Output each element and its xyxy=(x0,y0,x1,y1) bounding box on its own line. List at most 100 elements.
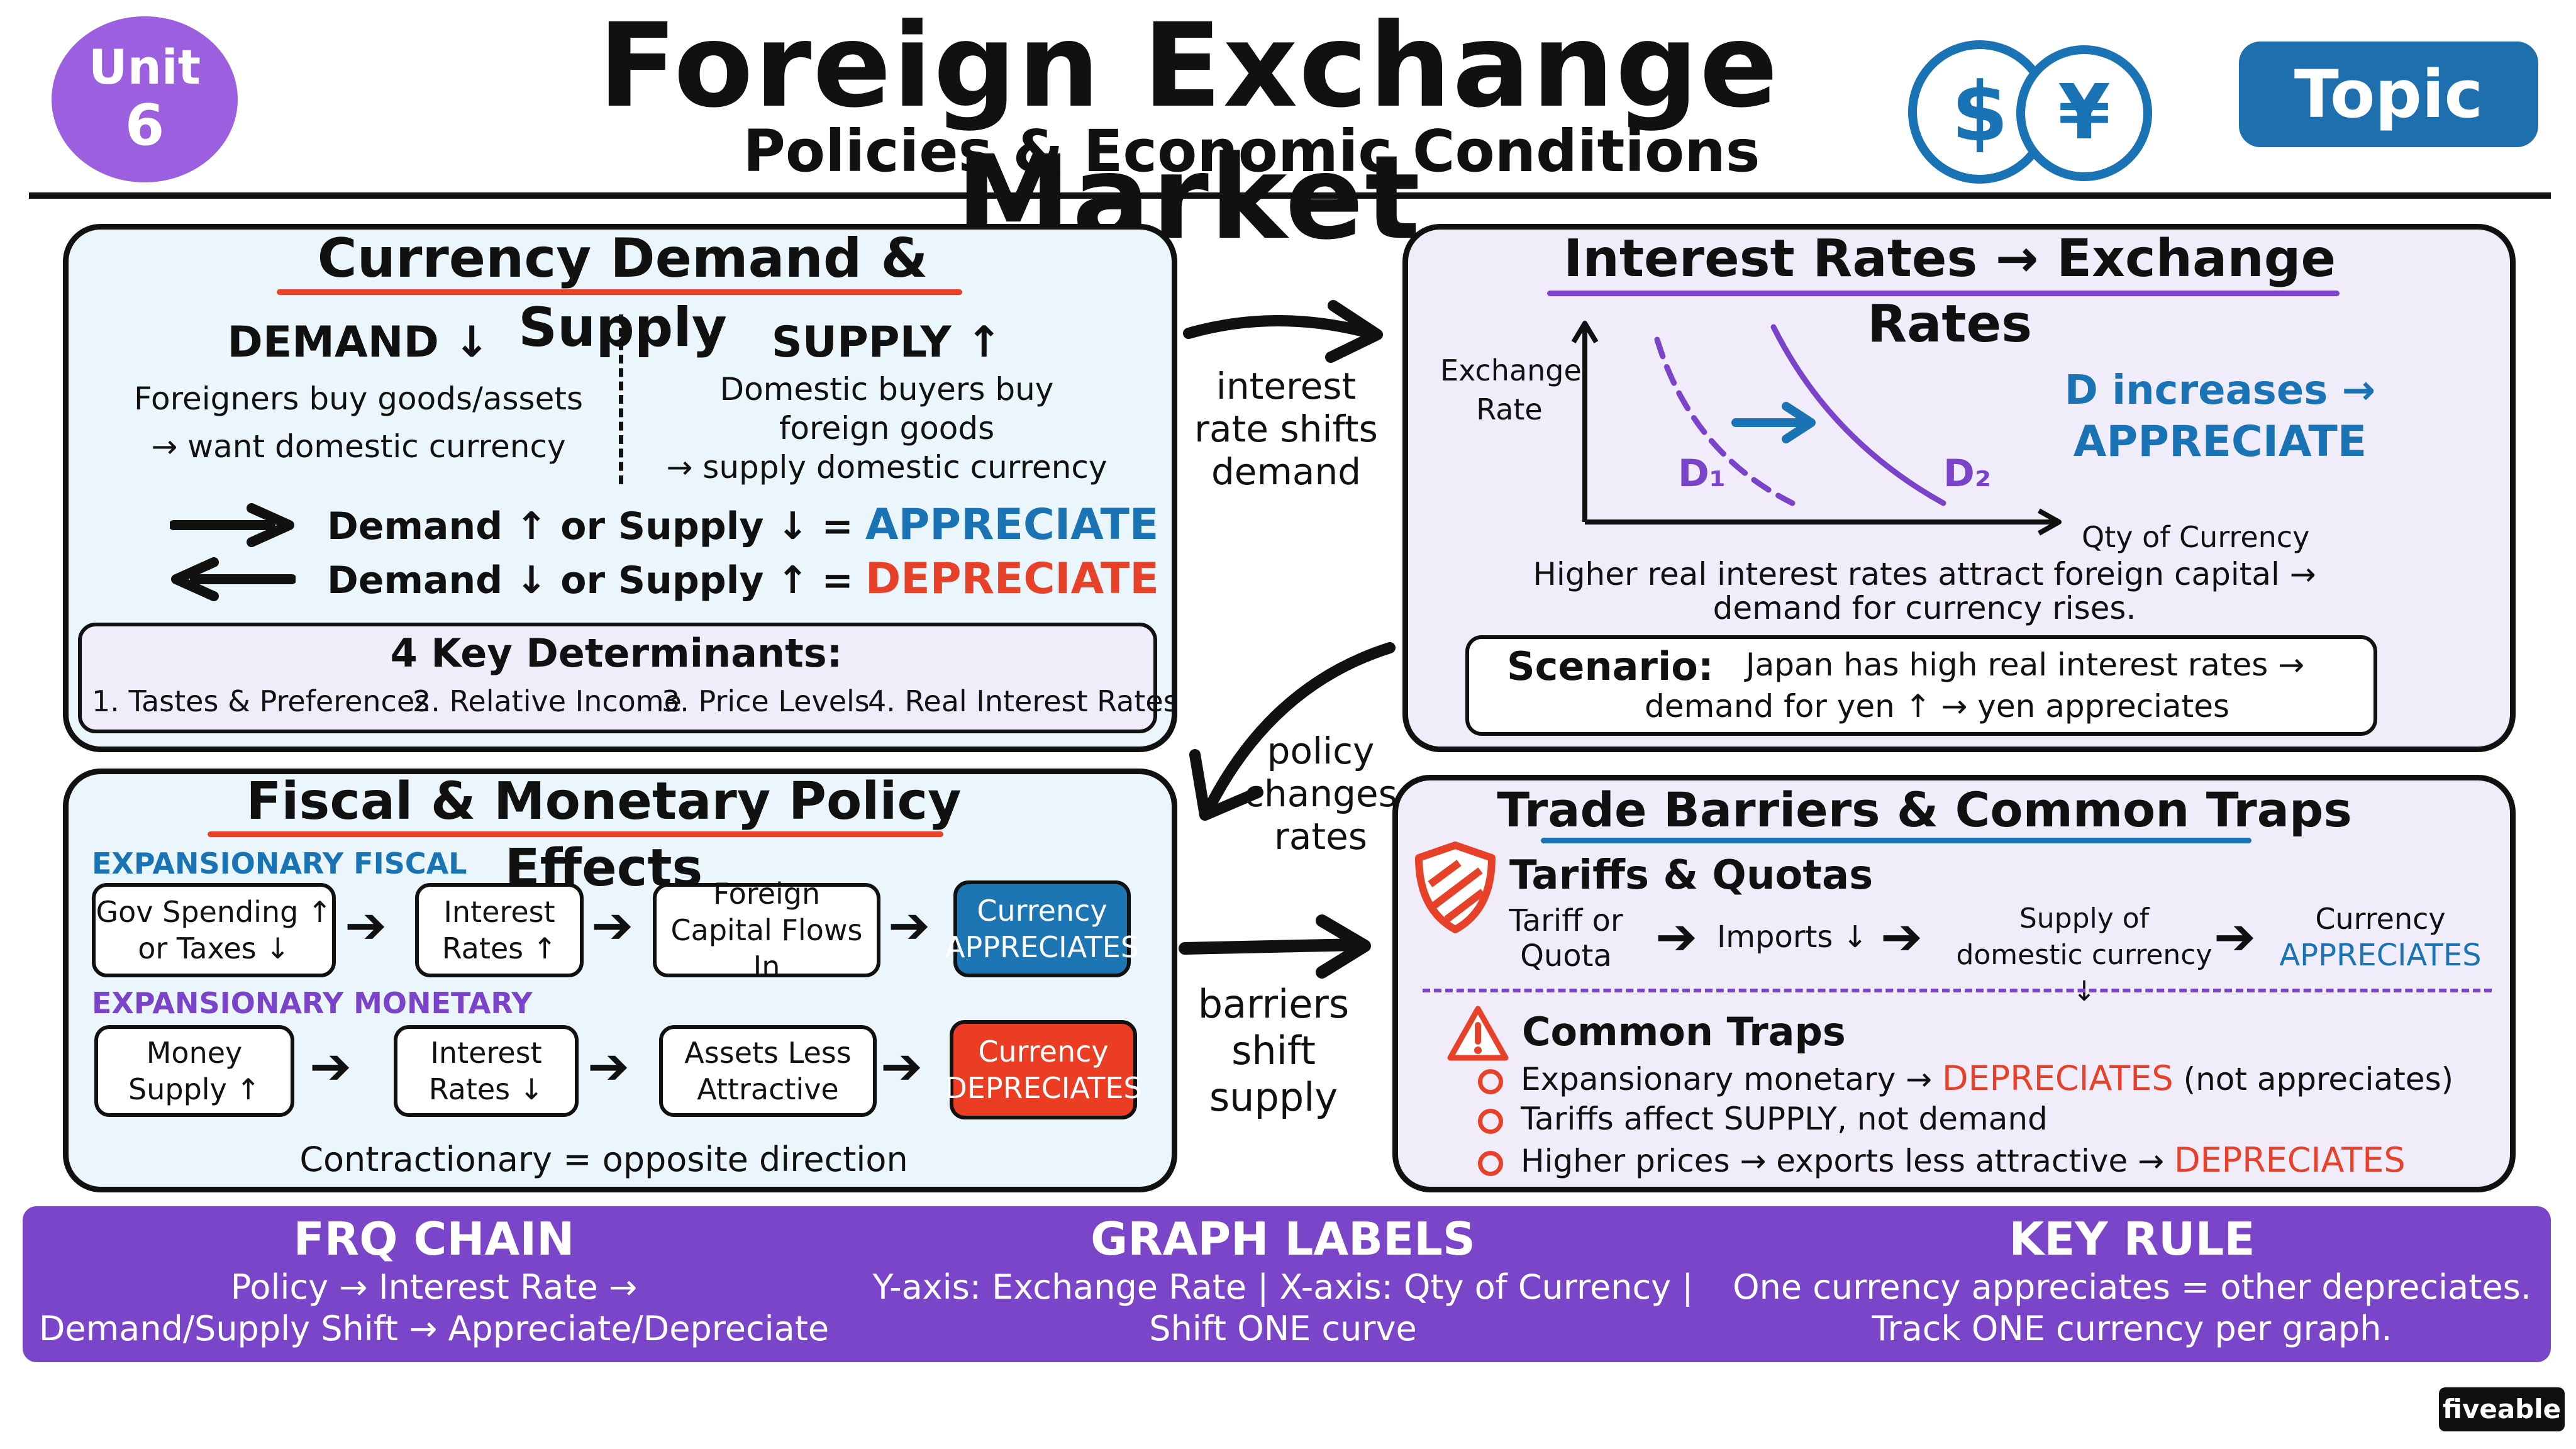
fiscal-chain-step: Foreign Capital Flows In xyxy=(653,877,880,984)
tariffs-title: Tariffs & Quotas xyxy=(1509,852,1874,899)
policy-title-underline xyxy=(208,831,943,837)
contractionary-note: Contractionary = opposite direction xyxy=(299,1140,908,1179)
topic-badge: Topic 6.4 xyxy=(2239,42,2538,238)
appreciate-arrow-icon xyxy=(169,503,296,547)
demand-supply-title-underline xyxy=(277,289,962,295)
trap-text: Tariffs affect SUPPLY, not demand xyxy=(1521,1101,2048,1137)
trade-divider xyxy=(1423,989,2492,992)
depreciate-rule-result: DEPRECIATE xyxy=(865,554,1159,604)
interest-title-underline xyxy=(1547,291,2340,296)
chain-arrow-icon: ➔ xyxy=(2214,908,2257,966)
graph-x-label: Qty of Currency xyxy=(2082,520,2310,554)
chain-arrow-icon: ➔ xyxy=(591,896,634,955)
policy-title: Fiscal & Monetary Policy Effects xyxy=(246,772,962,898)
trade-chain-step: Supply of domestic currency ↓ xyxy=(1956,902,2212,1008)
fiscal-chain-step: Gov Spending ↑ or Taxes ↓ xyxy=(92,883,336,977)
appreciate-rule-result: APPRECIATE xyxy=(865,500,1159,550)
determinant-item: 1. Tastes & Preferences xyxy=(92,684,430,718)
chain-arrow-icon: ➔ xyxy=(345,896,387,955)
connector-interest-label: interest rate shifts demand xyxy=(1194,365,1378,493)
trade-chain-result: Currency APPRECIATES xyxy=(2277,901,2484,974)
demand-supply-title: Currency Demand & Supply xyxy=(317,227,928,359)
interest-explanation: Higher real interest rates attract forei… xyxy=(1533,556,2316,626)
unit-number: 6 xyxy=(125,92,165,158)
unit-label: Unit xyxy=(88,39,201,95)
trade-chain-appreciates: APPRECIATES xyxy=(2279,938,2482,973)
footer-col-rule: KEY RULE One currency appreciates = othe… xyxy=(1723,1211,2541,1350)
unit-badge: Unit 6 xyxy=(52,16,238,182)
callout-line2: APPRECIATE xyxy=(2073,417,2367,467)
shield-icon xyxy=(1411,840,1499,935)
scenario-text: Japan has high real interest rates → dem… xyxy=(1644,647,2305,724)
yen-coin-icon: ¥ xyxy=(2016,45,2152,181)
fiveable-logo: fiveable xyxy=(2439,1387,2565,1431)
chain-arrow-icon: ➔ xyxy=(1880,908,1923,966)
footer-col-title: KEY RULE xyxy=(2009,1213,2255,1265)
supply-heading: SUPPLY ↑ xyxy=(771,318,1002,367)
connector-arrow-down-left-icon xyxy=(1176,635,1402,830)
demand-description: Foreigners buy goods/assets → want domes… xyxy=(134,380,583,465)
trap-bullet-icon xyxy=(1478,1150,1503,1176)
monetary-result-chip: Currency DEPRECIATES xyxy=(945,1020,1142,1119)
determinant-item: 4. Real Interest Rates xyxy=(868,684,1179,718)
fiscal-label: EXPANSIONARY FISCAL xyxy=(92,847,467,880)
scenario-label: Scenario: xyxy=(1507,643,1714,689)
graph-y-label: Exchange Rate xyxy=(1440,353,1582,426)
connector-arrow-right-icon xyxy=(1182,289,1390,371)
graph-d2-label: D₂ xyxy=(1943,452,1992,496)
scenario-box xyxy=(1465,635,2377,736)
determinant-item: 2. Relative Income xyxy=(413,684,682,718)
footer-col-text: Policy → Interest Rate → Demand/Supply S… xyxy=(38,1267,830,1348)
depreciate-rule-text: Demand ↓ or Supply ↑ = xyxy=(327,558,853,602)
footer-col-text: One currency appreciates = other depreci… xyxy=(1733,1267,2531,1348)
connector-barriers-label: barriers shift supply xyxy=(1197,981,1350,1120)
trap-item: Tariffs affect SUPPLY, not demand xyxy=(1478,1098,2497,1140)
interest-title: Interest Rates → Exchange Rates xyxy=(1563,229,2336,354)
footer-banner xyxy=(23,1206,2551,1362)
depreciate-arrow-icon xyxy=(170,557,297,601)
demand-shift-graph xyxy=(1440,314,2132,566)
monetary-chain-step: Interest Rates ↓ xyxy=(394,1025,579,1117)
demand-heading: DEMAND ↓ xyxy=(227,318,490,367)
yen-symbol: ¥ xyxy=(2058,69,2111,157)
footer-col-frq: FRQ CHAIN Policy → Interest Rate → Deman… xyxy=(38,1211,830,1350)
traps-title: Common Traps xyxy=(1522,1009,1846,1055)
depreciate-rule: Demand ↓ or Supply ↑ = DEPRECIATE xyxy=(327,552,1159,608)
monetary-label: EXPANSIONARY MONETARY xyxy=(92,986,533,1020)
appreciate-rule-text: Demand ↑ or Supply ↓ = xyxy=(327,504,853,548)
footer-col-title: GRAPH LABELS xyxy=(1091,1213,1475,1265)
trade-title: Trade Barriers & Common Traps xyxy=(1497,782,2352,838)
trade-chain-step: Tariff or Quota xyxy=(1509,903,1623,974)
demand-increase-callout: D increases → APPRECIATE xyxy=(2044,365,2396,468)
trap-text: Higher prices → exports less attractive … xyxy=(1521,1143,2165,1179)
callout-line1: D increases → xyxy=(2064,367,2376,414)
trap-bullet-icon xyxy=(1478,1108,1503,1134)
footer-col-text: Y-axis: Exchange Rate | X-axis: Qty of C… xyxy=(872,1267,1694,1348)
chain-arrow-icon: ➔ xyxy=(888,896,931,955)
trade-chain-step: Imports ↓ xyxy=(1717,919,1868,955)
monetary-chain-step: Money Supply ↑ xyxy=(94,1025,294,1117)
trap-text: Expansionary monetary → xyxy=(1521,1061,1933,1097)
monetary-chain-step: Assets Less Attractive xyxy=(659,1025,877,1117)
determinants-box xyxy=(78,623,1157,733)
determinant-item: 3. Price Levels xyxy=(662,684,870,718)
trap-bullet-icon xyxy=(1478,1069,1503,1094)
demand-supply-divider xyxy=(619,314,623,484)
trade-title-underline xyxy=(1541,838,2251,843)
fiscal-chain-step: Interest Rates ↑ xyxy=(415,883,584,977)
chain-arrow-icon: ➔ xyxy=(309,1037,352,1096)
topic-label: Topic 6.4 xyxy=(2294,56,2484,238)
brand-label: fiveable xyxy=(2442,1394,2562,1424)
footer-col-graph: GRAPH LABELS Y-axis: Exchange Rate | X-a… xyxy=(868,1211,1698,1350)
dollar-symbol: $ xyxy=(1951,64,2009,160)
footer-col-title: FRQ CHAIN xyxy=(293,1213,575,1265)
trade-panel xyxy=(1392,775,2516,1192)
trap-item: Expansionary monetary → DEPRECIATES (not… xyxy=(1478,1058,2497,1100)
page-subtitle: Policies & Economic Conditions xyxy=(743,118,1760,185)
trap-result: DEPRECIATES xyxy=(1941,1058,2174,1098)
warning-icon xyxy=(1446,1005,1509,1062)
trap-item: Higher prices → exports less attractive … xyxy=(1478,1140,2497,1182)
trap-tail: (not appreciates) xyxy=(2183,1061,2454,1097)
trap-result: DEPRECIATES xyxy=(2174,1140,2406,1180)
connector-arrow-right2-icon xyxy=(1176,912,1377,981)
